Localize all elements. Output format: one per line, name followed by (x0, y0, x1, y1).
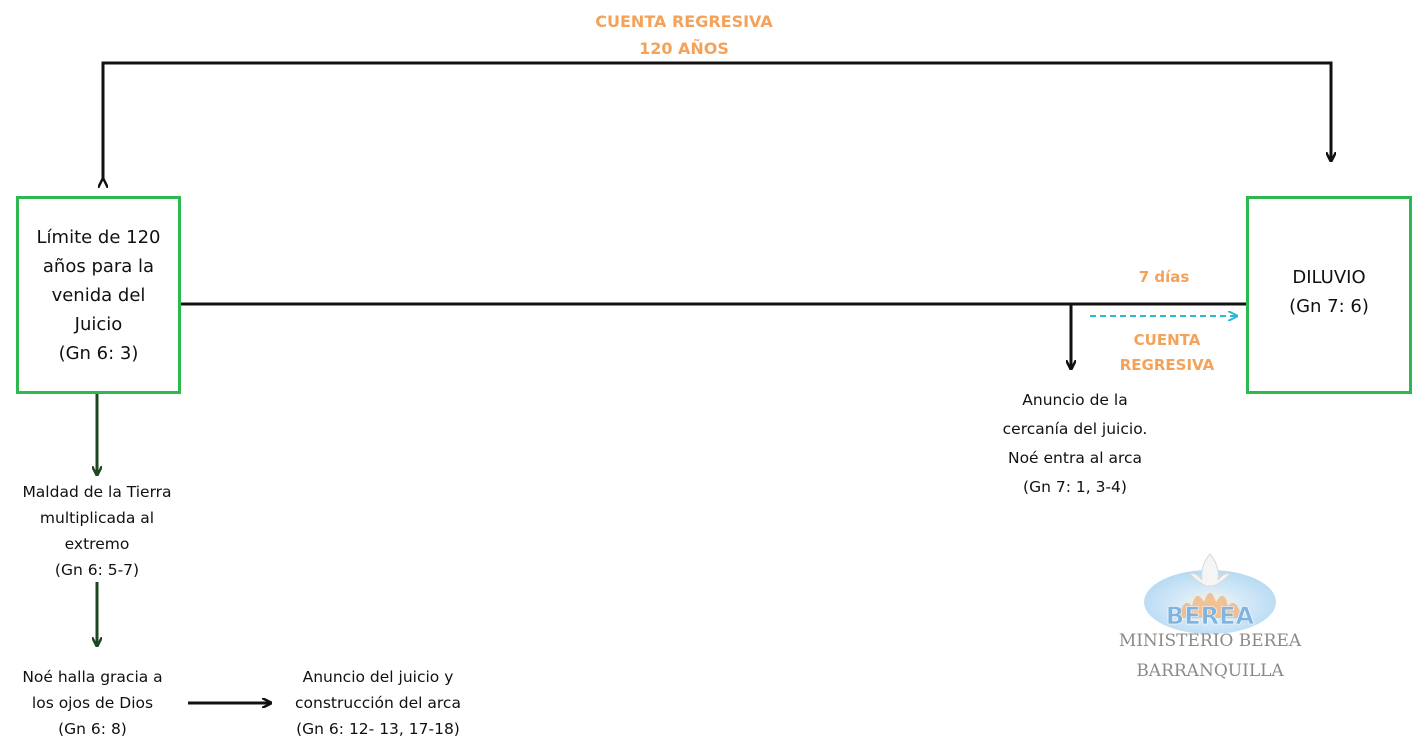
limit-line-2: años para la (42, 255, 155, 277)
flood-box-text: DILUVIO (Gn 7: 6) (1289, 263, 1369, 321)
logo-line-1: MINISTERIO BEREA (1118, 631, 1302, 651)
short-countdown-line2: REGRESIVA (1119, 356, 1215, 374)
limit-line-1: Límite de 120 (36, 226, 161, 248)
berea-logo: BEREA MINISTERIO BEREA BARRANQUILLA (1110, 540, 1310, 690)
countdown-title: CUENTA REGRESIVA 120 AÑOS (534, 8, 834, 62)
logo-name: BEREA (1166, 602, 1255, 630)
logo-line-2: BARRANQUILLA (1136, 661, 1284, 681)
ark-line-3: (Gn 6: 12- 13, 17-18) (296, 720, 460, 738)
flood-line-1: DILUVIO (1292, 267, 1366, 288)
announcement-line-4: (Gn 7: 1, 3-4) (1023, 478, 1127, 496)
berea-emblem: BEREA (1144, 553, 1276, 634)
limit-line-3: venida del (51, 284, 146, 306)
ark-node: Anuncio del juicio y construcción del ar… (278, 664, 478, 742)
grace-line-1: Noé halla gracia a (22, 668, 163, 686)
ark-line-1: Anuncio del juicio y (302, 668, 454, 686)
countdown-title-line2: 120 AÑOS (639, 39, 729, 58)
announcement-line-1: Anuncio de la (1022, 391, 1128, 409)
announcement-line-3: Noé entra al arca (1007, 449, 1143, 467)
grace-node: Noé halla gracia a los ojos de Dios (Gn … (5, 664, 180, 742)
seven-days-label: 7 días (1138, 268, 1190, 286)
announcement-line-2: cercanía del juicio. (1002, 420, 1148, 438)
limit-box-text: Límite de 120 años para la venida del Ju… (37, 223, 161, 368)
countdown-bracket (103, 61, 1331, 180)
wickedness-line-3: extremo (64, 535, 130, 553)
ark-line-2: construcción del arca (295, 694, 461, 712)
wickedness-line-1: Maldad de la Tierra (22, 483, 172, 501)
short-countdown-label: CUENTA REGRESIVA (1107, 328, 1227, 378)
grace-line-2: los ojos de Dios (31, 694, 154, 712)
limit-line-5: (Gn 6: 3) (58, 342, 139, 364)
countdown-title-line1: CUENTA REGRESIVA (595, 12, 773, 31)
flood-box: DILUVIO (Gn 7: 6) (1246, 196, 1412, 394)
wickedness-line-2: multiplicada al (39, 509, 155, 527)
wickedness-node: Maldad de la Tierra multiplicada al extr… (0, 479, 194, 583)
limit-box: Límite de 120 años para la venida del Ju… (16, 196, 181, 394)
grace-line-3: (Gn 6: 8) (58, 720, 127, 738)
short-countdown-line1: CUENTA (1133, 331, 1201, 349)
wickedness-line-4: (Gn 6: 5-7) (54, 561, 140, 579)
announcement-node: Anuncio de la cercanía del juicio. Noé e… (975, 386, 1175, 502)
flood-line-2: (Gn 7: 6) (1289, 296, 1369, 317)
limit-line-4: Juicio (74, 313, 123, 335)
